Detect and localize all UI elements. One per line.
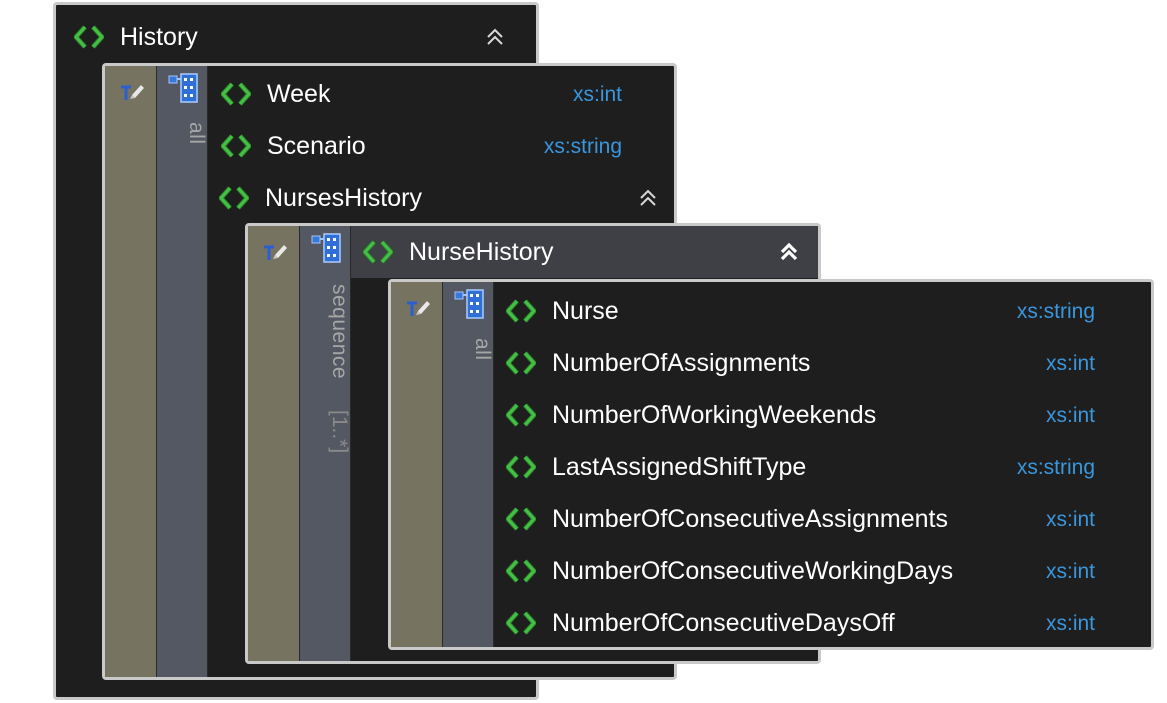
compositor-group-icon[interactable]: [311, 233, 343, 263]
collapse-chevron-icon[interactable]: [484, 27, 506, 47]
edit-annotation-icon[interactable]: [261, 240, 289, 262]
edit-annotation-icon[interactable]: [118, 80, 146, 102]
nursehistory-label: NurseHistory: [409, 237, 554, 266]
collapse-chevron-icon[interactable]: [637, 188, 659, 208]
multiplicity-label: [1..*]: [328, 410, 351, 454]
history-element-header[interactable]: History: [74, 11, 534, 63]
element-tag-icon: [506, 299, 536, 323]
compositor-strip: all: [157, 66, 208, 677]
element-tag-icon: [74, 25, 104, 49]
element-tag-icon: [506, 611, 536, 635]
edit-annotation-icon[interactable]: [404, 296, 432, 318]
element-row-numberofconsecutiveworkingdays[interactable]: NumberOfConsecutiveWorkingDays: [506, 545, 953, 597]
element-name: Scenario: [267, 131, 366, 160]
element-name: Nurse: [552, 296, 619, 325]
compositor-strip: all: [443, 282, 494, 647]
element-row-numberofconsecutiveassignments[interactable]: NumberOfConsecutiveAssignments: [506, 493, 948, 545]
nursehistory-element-header[interactable]: NurseHistory: [351, 226, 818, 278]
annotation-strip: [248, 226, 300, 661]
element-name: NumberOfWorkingWeekends: [552, 400, 877, 429]
element-name: NumberOfConsecutiveDaysOff: [552, 608, 895, 637]
element-row-numberofworkingweekends[interactable]: NumberOfWorkingWeekends: [506, 389, 876, 441]
compositor-label: sequence: [328, 284, 351, 380]
element-name: Week: [267, 79, 331, 108]
element-type: xs:string: [543, 135, 622, 158]
element-row-week[interactable]: Week: [221, 68, 330, 120]
compositor-strip: sequence [1..*]: [300, 226, 351, 661]
element-row-nurseshistory[interactable]: NursesHistory: [219, 172, 659, 224]
annotation-strip: [391, 282, 443, 647]
element-name: LastAssignedShiftType: [552, 452, 807, 481]
compositor-label: all: [471, 338, 494, 361]
history-label: History: [120, 22, 198, 51]
compositor-label: all: [185, 122, 208, 145]
element-row-numberofassignments[interactable]: NumberOfAssignments: [506, 337, 810, 389]
compositor-group-icon[interactable]: [168, 73, 200, 103]
element-type: xs:int: [1045, 404, 1095, 427]
element-type: xs:int: [1045, 612, 1095, 635]
element-tag-icon: [221, 134, 251, 158]
element-row-scenario[interactable]: Scenario: [221, 120, 366, 172]
element-type: xs:int: [1045, 560, 1095, 583]
element-tag-icon: [219, 186, 249, 210]
element-name: NumberOfConsecutiveWorkingDays: [552, 556, 954, 585]
element-row-numberofconsecutivedaysoff[interactable]: NumberOfConsecutiveDaysOff: [506, 597, 895, 649]
element-tag-icon: [506, 351, 536, 375]
element-tag-icon: [506, 455, 536, 479]
element-row-nurse[interactable]: Nurse: [506, 285, 619, 337]
element-type: xs:string: [1016, 300, 1095, 323]
annotation-strip: [105, 66, 157, 677]
element-name: NursesHistory: [265, 183, 422, 212]
element-type: xs:string: [1016, 456, 1095, 479]
element-tag-icon: [221, 82, 251, 106]
element-tag-icon: [506, 507, 536, 531]
element-type: xs:int: [572, 83, 622, 106]
element-name: NumberOfConsecutiveAssignments: [552, 504, 948, 533]
nursehistory-all-group-box[interactable]: all Nurse xs:string NumberOfAssignments …: [388, 279, 1154, 650]
element-name: NumberOfAssignments: [552, 348, 811, 377]
compositor-group-icon[interactable]: [454, 289, 486, 319]
element-tag-icon: [506, 559, 536, 583]
element-type: xs:int: [1045, 508, 1095, 531]
element-row-lastassignedshifttype[interactable]: LastAssignedShiftType: [506, 441, 806, 493]
collapse-chevron-icon[interactable]: [778, 242, 800, 262]
element-tag-icon: [363, 240, 393, 264]
element-tag-icon: [506, 403, 536, 427]
element-type: xs:int: [1045, 352, 1095, 375]
